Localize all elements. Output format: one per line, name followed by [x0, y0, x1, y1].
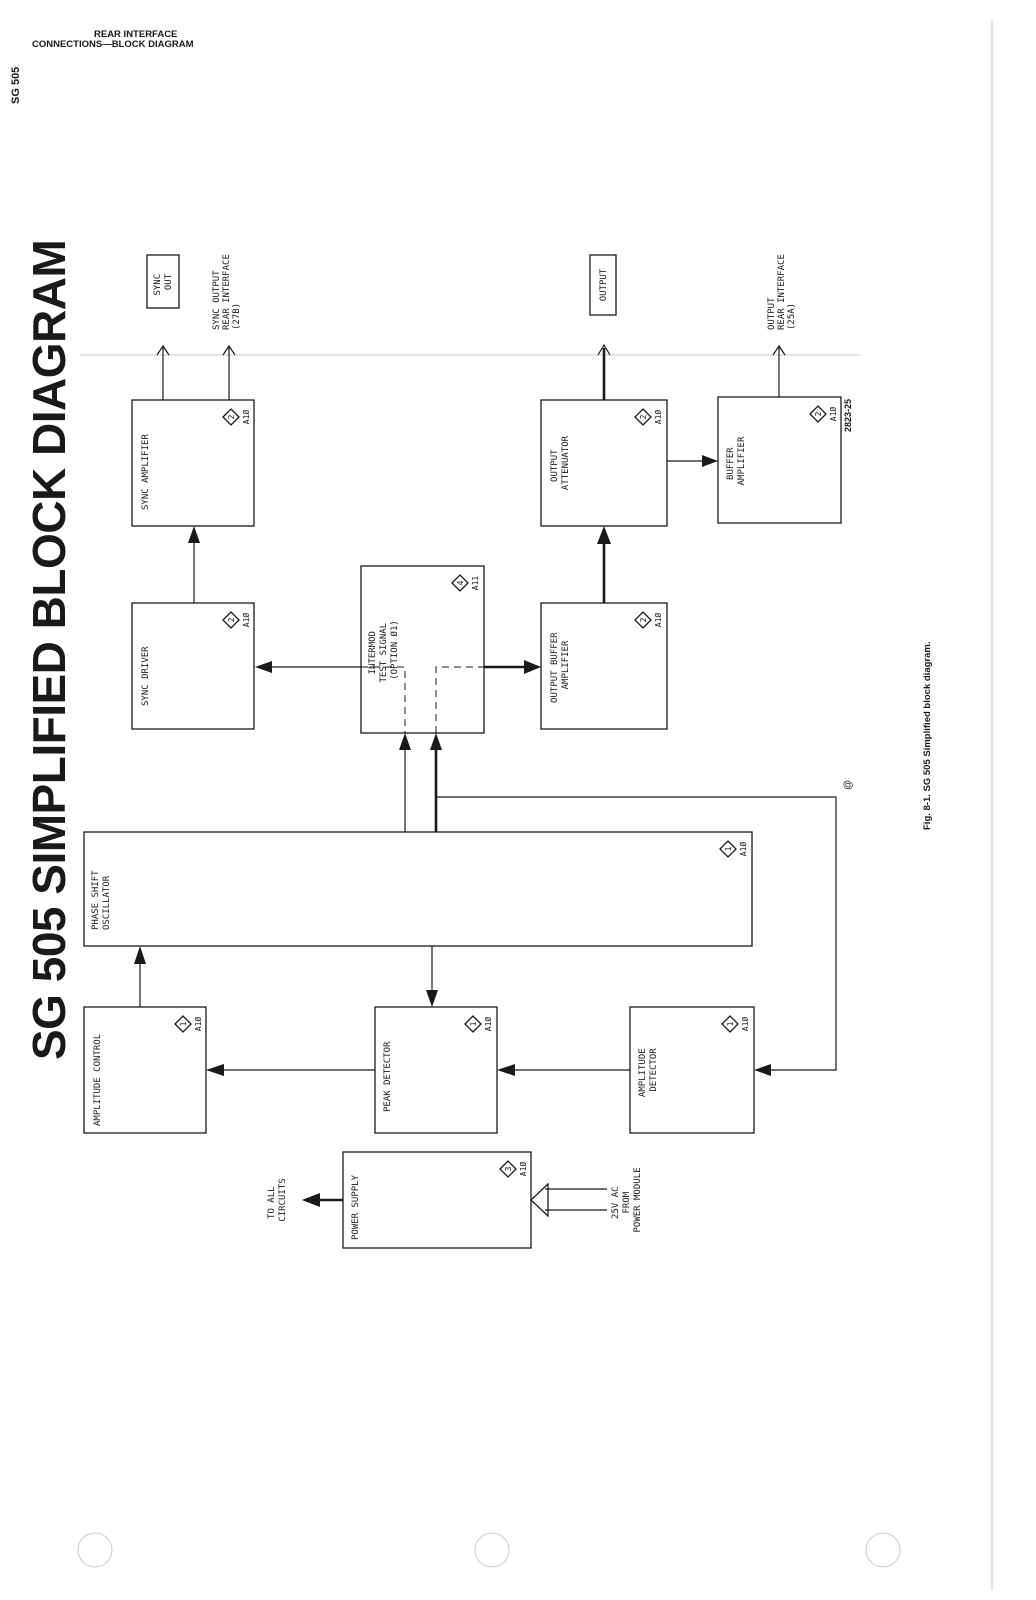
ref-marker-phase-shift-oscillator: 1 A1Ø [719, 840, 748, 858]
arrowhead [754, 1064, 771, 1076]
buffer-amplifier-label: BUFFER AMPLIFIER [726, 436, 747, 485]
svg-text:1: 1 [179, 1021, 188, 1026]
intermod-dashed-path-left [361, 666, 406, 733]
svg-text:1: 1 [724, 846, 733, 851]
arrowhead [399, 733, 411, 750]
intermod-block [360, 565, 485, 734]
output-label: OUTPUT [599, 268, 609, 301]
sync-driver-block [131, 602, 255, 730]
header-block: REAR INTERFACE CONNECTIONS—BLOCK DIAGRAM [32, 30, 232, 50]
amplitude-control-label: AMPLITUDE CONTROL [93, 1034, 103, 1126]
output-attenuator-label: OUTPUT ATTENUATOR [550, 435, 571, 490]
ref-marker-output-attenuator: 2 A1Ø [634, 408, 663, 426]
osc-tap-to-ampdet-line [436, 796, 837, 1071]
sync-amplifier-label: SYNC AMPLIFIER [141, 434, 151, 510]
to-all-circuits-label: TO ALL CIRCUITS [267, 1178, 288, 1221]
ref-marker-buffer-amplifier: 2 A1Ø [809, 405, 838, 423]
svg-text:A1Ø: A1Ø [653, 613, 663, 628]
svg-text:2: 2 [227, 414, 236, 419]
sync-amplifier-block [131, 399, 255, 527]
arrowhead [426, 990, 438, 1007]
open-arrowhead [222, 344, 236, 356]
svg-text:2: 2 [639, 617, 648, 622]
svg-text:A1Ø: A1Ø [738, 842, 748, 857]
ref-marker-amplitude-detector: 1 A1Ø [721, 1015, 750, 1033]
svg-text:A1Ø: A1Ø [740, 1017, 750, 1032]
svg-text:A1Ø: A1Ø [828, 407, 838, 422]
sync-out-connector [146, 254, 180, 309]
intermod-label: INTERMOD TEST SIGNAL (OPTION Ø1) [368, 617, 400, 682]
ac-input-label: 25V AC FROM POWER MODULE [611, 1167, 643, 1232]
ref-marker-output-buffer-amplifier: 2 A1Ø [634, 611, 663, 629]
phase-shift-oscillator-block [83, 831, 753, 947]
svg-text:A11: A11 [471, 576, 480, 591]
output-buffer-amplifier-label: OUTPUT BUFFER AMPLIFIER [550, 627, 571, 703]
arrowhead [134, 946, 146, 964]
ref-marker-peak-detector: 1 A1Ø [464, 1015, 493, 1033]
arrowhead [597, 526, 611, 544]
sync-driver-label: SYNC DRIVER [141, 646, 151, 706]
arrowhead [497, 1064, 515, 1076]
power-supply-label: POWER SUPPLY [351, 1174, 361, 1240]
hollow-arrowhead [530, 1182, 549, 1218]
intermod-dashed-path-right [435, 666, 484, 733]
svg-text:A1Ø: A1Ø [241, 613, 251, 628]
svg-text:A1Ø: A1Ø [241, 410, 251, 425]
svg-text:2: 2 [227, 617, 236, 622]
ref-marker-amplitude-control: 1 A1Ø [174, 1015, 203, 1033]
svg-text:A1Ø: A1Ø [193, 1017, 203, 1032]
svg-text:2: 2 [814, 411, 823, 416]
svg-text:4: 4 [456, 580, 465, 585]
svg-text:1: 1 [469, 1021, 478, 1026]
sync-out-label: SYNC OUT [153, 268, 174, 295]
amplitude-detector-label: AMPLITUDE DETECTOR [638, 1043, 659, 1097]
header-line-1: REAR INTERFACE [94, 29, 178, 40]
arrowhead [524, 660, 541, 674]
ref-marker-sync-amplifier: 2 A1Ø [222, 408, 251, 426]
arrowhead [206, 1064, 224, 1076]
open-arrowhead [156, 344, 170, 356]
arrowhead [255, 661, 272, 673]
ref-marker-sync-driver: 2 A1Ø [222, 611, 251, 629]
open-arrowhead [772, 344, 786, 356]
arrowhead [702, 455, 718, 467]
binder-hole [474, 1532, 510, 1568]
svg-text:3: 3 [504, 1166, 513, 1171]
svg-text:A1Ø: A1Ø [518, 1162, 528, 1177]
binder-hole [77, 1532, 113, 1568]
ref-marker-intermod: 4 A11 [451, 574, 480, 592]
open-arrowhead [597, 343, 611, 356]
svg-text:2: 2 [639, 414, 648, 419]
peak-detector-label: PEAK DETECTOR [383, 1041, 393, 1112]
svg-text:A1Ø: A1Ø [653, 410, 663, 425]
output-connector [589, 254, 617, 316]
arrowhead [188, 526, 200, 543]
arrowhead [430, 733, 442, 750]
phase-shift-oscillator-label: PHASE SHIFT OSCILLATOR [91, 865, 112, 930]
output-rear-interface-label: OUTPUT REAR INTERFACE (25A) [767, 249, 797, 330]
ref-marker-power-supply: 3 A1Ø [499, 1160, 528, 1178]
binder-hole [865, 1532, 901, 1568]
svg-text:1: 1 [726, 1021, 735, 1026]
arrowhead [302, 1193, 320, 1207]
sync-rear-interface-label: SYNC OUTPUT REAR INTERFACE (27B) [212, 249, 242, 330]
svg-text:A1Ø: A1Ø [483, 1017, 493, 1032]
header-line-2: CONNECTIONS—BLOCK DIAGRAM [32, 39, 194, 50]
